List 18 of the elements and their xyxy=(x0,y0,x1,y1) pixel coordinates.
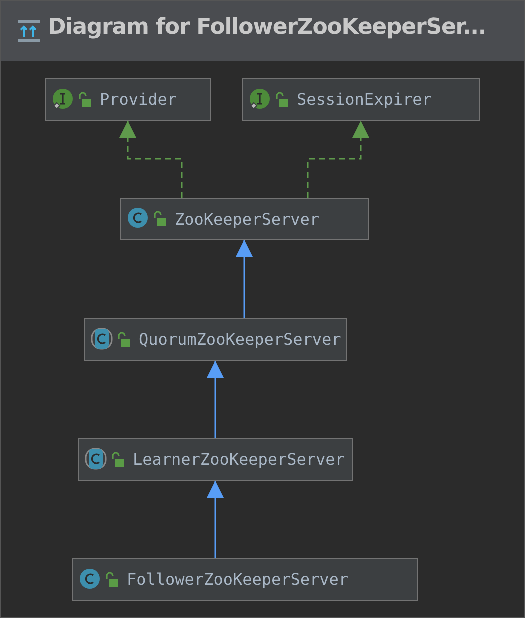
class-name: FollowerZooKeeperServer xyxy=(127,570,349,589)
class-name: SessionExpirer xyxy=(297,90,432,109)
dashed-arrow xyxy=(307,121,370,198)
arrow xyxy=(207,481,224,558)
class-name: ZooKeeperServer xyxy=(175,210,320,228)
class-box xyxy=(72,558,418,601)
class-box xyxy=(120,198,369,240)
dashed-arrow xyxy=(120,121,183,198)
class-box xyxy=(45,78,211,121)
class-name: Provider xyxy=(100,90,178,109)
class-box xyxy=(242,78,480,121)
arrow xyxy=(207,361,224,438)
class-box xyxy=(84,318,347,361)
arrow xyxy=(236,240,253,318)
class-box xyxy=(78,438,353,481)
class-name: QuorumZooKeeperServer xyxy=(139,330,342,349)
diagram-title: Diagram for FollowerZooKeeperSer... xyxy=(48,15,486,40)
class-name: LearnerZooKeeperServer xyxy=(133,450,345,469)
